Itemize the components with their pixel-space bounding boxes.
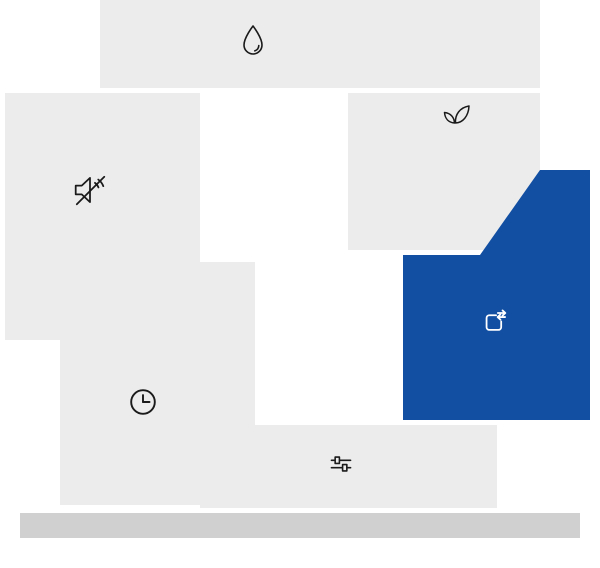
tile-water[interactable] — [100, 0, 540, 88]
tile-settings[interactable] — [200, 425, 497, 508]
eco-leaves-icon — [439, 97, 475, 133]
sliders-icon — [324, 447, 358, 481]
water-tap-transfer-icon — [477, 304, 513, 340]
clock-icon — [125, 384, 161, 420]
water-drop-icon — [237, 22, 269, 62]
footer-bar — [20, 513, 580, 538]
volume-muted-icon — [68, 170, 112, 210]
